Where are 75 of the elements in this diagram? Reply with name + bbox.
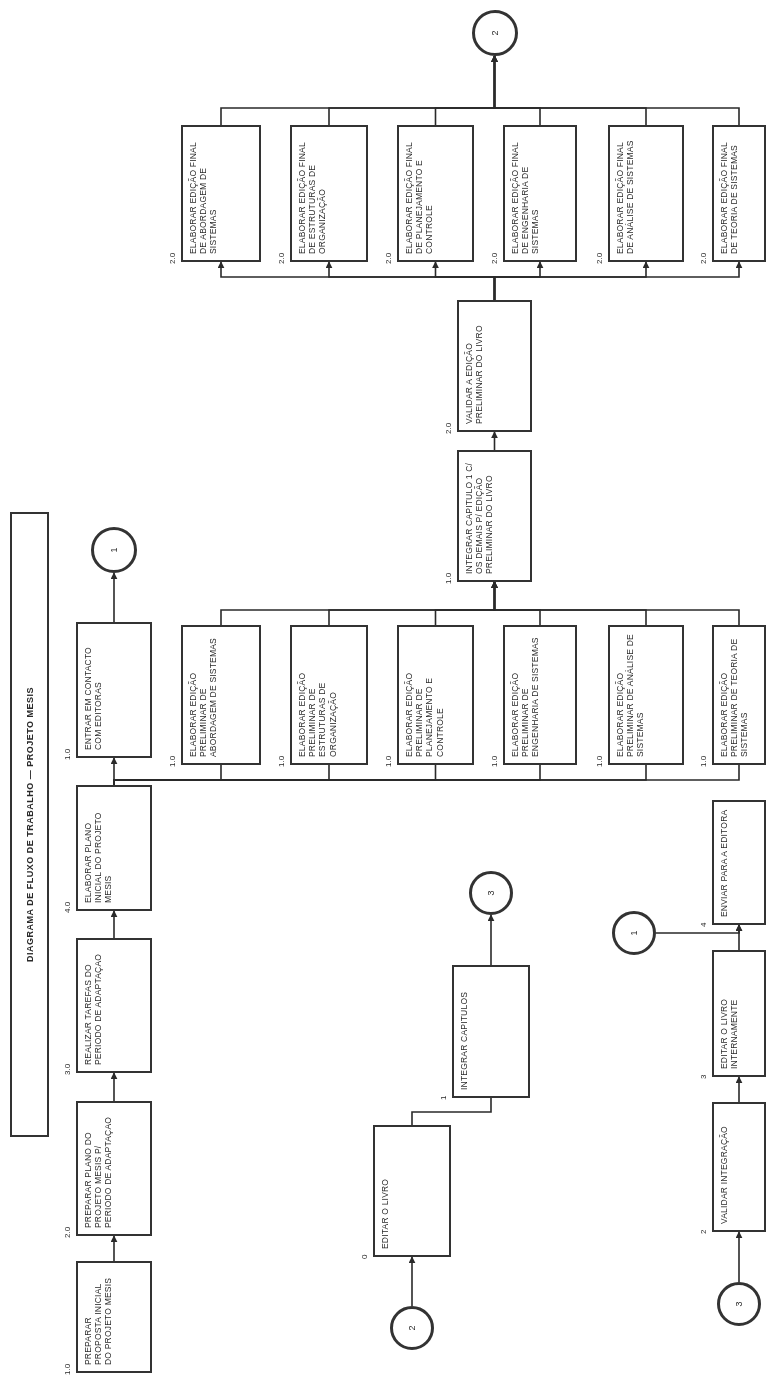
connector-number: 1 [629,930,639,936]
arrow [110,910,118,939]
step-number: 2.0 [490,252,499,264]
process-text: VALIDAR INTEGRAÇÃO [719,1125,730,1224]
process-text: ELABORAR EDIÇÃO FINAL DE PLANEJAMENTO E CONTROLE [404,141,435,254]
arrow [655,924,743,934]
step-number: 1.0 [490,755,499,767]
step-number: 4.0 [63,901,72,913]
process-text: ENVIAR PARA A EDITORA [719,808,730,917]
step-number: 1.0 [277,755,286,767]
process-text: ELABORAR EDIÇÃO PRELIMINAR DE PLANEJAMENTO E CONTROLE [404,671,445,757]
process-text: REALIZAR TAREFAS DO PERIODO DE ADAPTAÇAO [83,952,104,1065]
connector-number: 3 [734,1301,744,1307]
connector-circle [91,527,137,573]
connector-number: 2 [489,30,500,36]
step-number: 1.0 [63,748,72,760]
process-text: ELABORAR EDIÇÃO FINAL DE ENGENHARIA DE SISTEMAS [510,141,541,254]
process-text: ELABORAR EDIÇÃO PRELIMINAR DE ANÁLISE DE SISTEMAS [615,633,646,757]
arrow [491,581,740,626]
step-number: 4 [699,922,708,927]
connector-circle [390,1306,434,1350]
process-text: ELABORAR EDIÇÃO FINAL DE ABORDAGEM DE SISTEMAS [188,141,219,254]
process-text: EDITAR O LIVRO [380,1177,391,1249]
process-text: ELABORAR EDIÇÃO FINAL DE TEORIA DE SISTEMAS [719,141,740,254]
step-number: 2.0 [63,1226,72,1238]
step-number: 2.0 [168,252,177,264]
process-text: ELABORAR EDIÇÃO PRELIMINAR DE TEORIA DE SISTEMAS [719,637,750,757]
process-text: EDITAR O LIVRO INTERNAMENTE [719,997,740,1069]
arrow [735,1231,743,1283]
step-number: 1.0 [168,755,177,767]
connector-line [411,1097,492,1126]
step-number: 1.0 [699,755,708,767]
step-number: 1.0 [595,755,604,767]
step-number: 3.0 [63,1063,72,1075]
step-number: 3 [699,1074,708,1079]
step-number: 0 [360,1254,369,1259]
process-text: ELABORAR EDIÇÃO PRELIMINAR DE ENGENHARIA DE SISTEMAS [510,636,541,757]
arrow [110,572,118,623]
connector-circle [469,871,513,915]
step-number: 1.0 [384,755,393,767]
connector-number: 2 [407,1325,417,1331]
step-number: 2.0 [444,422,453,434]
process-text: PREPARAR PROPOSTA INICIAL DO PROJETO MESIS [83,1276,114,1365]
step-number: 2.0 [277,252,286,264]
arrow [110,1235,118,1262]
arrow [110,1072,118,1102]
step-number: 1.0 [444,572,453,584]
connector-number: 1 [109,547,119,553]
step-number: 1 [439,1095,448,1100]
process-text: ELABORAR PLANO INICIAL DO PROJETO MESIS [83,811,114,903]
step-number: 1.0 [63,1363,72,1375]
process-text: VALIDAR A EDIÇÃO PRELIMINAR DO LIVRO [464,324,485,424]
step-number: 2.0 [699,252,708,264]
process-text: PREPARAR PLANO DO PROJETO MESIS P/ PERIODO DE ADAPTAÇAO [83,1115,114,1228]
process-text: INTEGRAR CAPITULOS [459,990,470,1090]
step-number: 2.0 [384,252,393,264]
arrow [735,1076,743,1103]
connector-number: 3 [486,890,496,896]
connector-circle [612,911,656,955]
step-number: 2.0 [595,252,604,264]
process-text: ELABORAR EDIÇÃO FINAL DE ANÁLISE DE SISTEMAS [615,139,636,254]
process-text: ELABORAR EDIÇÃO FINAL DE ESTRUTURAS DE ORGANIZAÇÃO [297,141,328,254]
title: DIAGRAMA DE FLUXO DE TRABALHO — PROJETO MESIS [24,687,35,962]
step-number: 2 [699,1229,708,1234]
process-text: ELABORAR EDIÇÃO PRELIMINAR DE ABORDAGEM DE SISTEMAS [188,637,219,757]
connector-circle [717,1282,761,1326]
process-text: INTEGRAR CAPITULO 1 C/ OS DEMAIS P/ EDIÇÃO PRELIMINAR DO LIVRO [464,461,495,574]
arrow [487,914,495,966]
arrow [408,1256,416,1307]
arrow [491,55,740,126]
process-text: ENTRAR EM CONTACTO COM EDITORAS [83,646,104,750]
connector-circle [471,10,518,56]
arrow [493,261,743,301]
arrow [491,431,498,451]
process-text: ELABORAR EDIÇÃO PRELIMINAR DE ESTRUTURAS DE ORGANIZAÇÃO [297,671,338,757]
